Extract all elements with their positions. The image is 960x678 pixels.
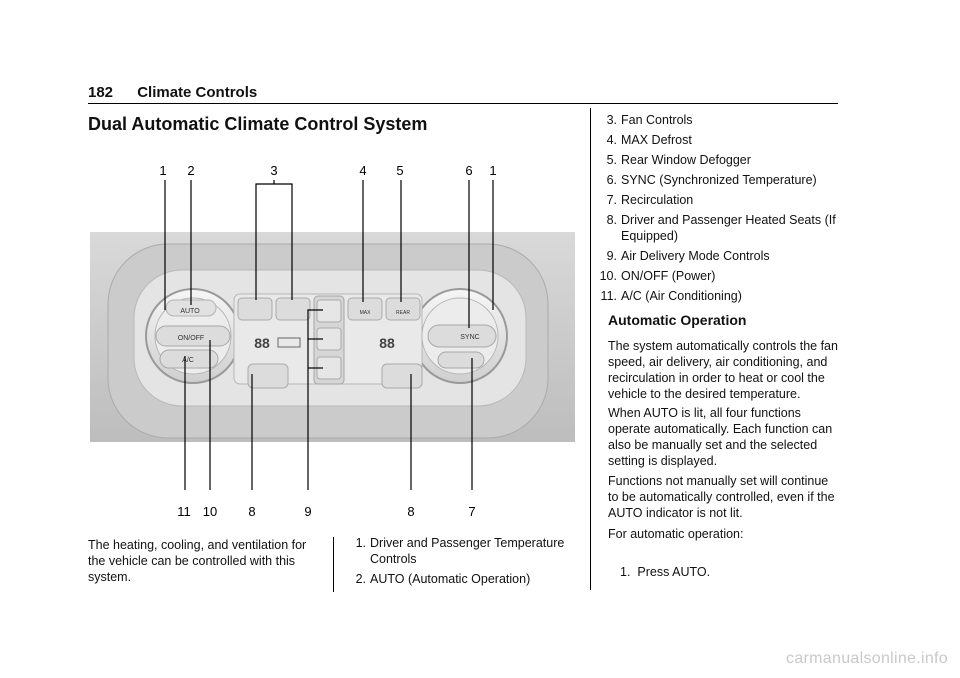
- legend-item: 1.Driver and Passenger Temperature Contr…: [355, 536, 565, 566]
- max-defrost-label: MAX: [360, 310, 372, 316]
- legend-item: 5.Rear Window Defogger: [606, 153, 751, 167]
- right-temp-display: 88: [379, 335, 395, 351]
- callout-top-4: 4: [359, 163, 366, 178]
- legend-item: 3.Fan Controls: [606, 113, 693, 127]
- callout-top-2: 2: [187, 163, 194, 178]
- auto-paragraph-3: Functions not manually set will continue…: [608, 474, 835, 520]
- ac-button-label: A/C: [182, 357, 194, 364]
- header-rule: [88, 103, 838, 104]
- legend-item: 2.AUTO (Automatic Operation): [355, 572, 531, 586]
- right-temperature-knob: [412, 288, 508, 384]
- section-title: Climate Controls: [137, 84, 258, 101]
- callout-top-1b: 1: [489, 163, 496, 178]
- callout-top-3: 3: [270, 163, 277, 178]
- legend-item: 10.ON/OFF (Power): [599, 269, 716, 283]
- auto-paragraph-1: The system automatically controls the fa…: [608, 339, 838, 401]
- column-divider-left: [333, 537, 334, 592]
- auto-step-1: 1. Press AUTO.: [620, 565, 711, 579]
- column-divider-right: [590, 108, 591, 590]
- left-temp-display: 88: [254, 335, 270, 351]
- callout-bottom-8b: 8: [407, 504, 414, 519]
- page-number: 182: [88, 84, 114, 101]
- auto-operation-heading: Automatic Operation: [608, 312, 747, 328]
- legend-item: 8.Driver and Passenger Heated Seats (If …: [606, 213, 836, 243]
- callout-top-5: 5: [396, 163, 403, 178]
- legend-item: 4.MAX Defrost: [606, 133, 692, 147]
- legend-list-part1: 1.Driver and Passenger Temperature Contr…: [348, 535, 573, 591]
- callout-bottom-10: 10: [203, 504, 217, 519]
- callout-bottom-9: 9: [304, 504, 311, 519]
- watermark: carmanualsonline.info: [786, 650, 948, 667]
- callout-top-1: 1: [159, 163, 166, 178]
- auto-paragraph-4: For automatic operation:: [608, 527, 744, 541]
- legend-item: 7.Recirculation: [606, 193, 694, 207]
- page-header: 182 Climate Controls: [88, 84, 257, 101]
- legend-item: 6.SYNC (Synchronized Temperature): [606, 173, 817, 187]
- auto-paragraph-2: When AUTO is lit, all four functions ope…: [608, 406, 833, 468]
- legend-list-part2: 3.Fan Controls 4.MAX Defrost 5.Rear Wind…: [599, 112, 839, 308]
- legend-item: 9.Air Delivery Mode Controls: [606, 249, 770, 263]
- callout-bottom-8a: 8: [248, 504, 255, 519]
- callout-bottom-7: 7: [468, 504, 475, 519]
- sync-button-label: SYNC: [460, 334, 479, 341]
- climate-control-figure: AUTO ON/OFF A/C SYNC MAX REAR 88 88: [88, 160, 576, 530]
- auto-button-label: AUTO: [180, 308, 200, 315]
- legend-item: 11.A/C (Air Conditioning): [600, 289, 742, 303]
- callout-bottom-11: 11: [177, 504, 191, 519]
- callout-top-6: 6: [465, 163, 472, 178]
- on-off-button-label: ON/OFF: [178, 335, 204, 342]
- intro-paragraph: The heating, cooling, and ventilation fo…: [88, 538, 307, 584]
- rear-defog-label: REAR: [396, 310, 410, 316]
- page-title: Dual Automatic Climate Control System: [88, 114, 428, 134]
